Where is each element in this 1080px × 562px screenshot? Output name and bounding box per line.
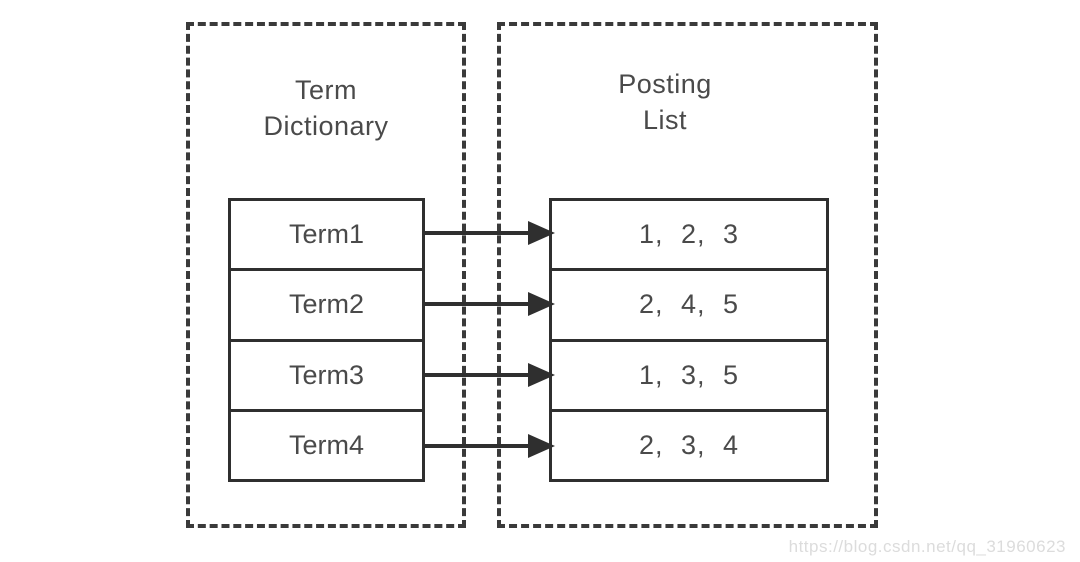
term-dictionary-title: Term Dictionary (186, 72, 466, 144)
term-dictionary-title-line1: Term (295, 75, 357, 105)
term-dictionary-title-line2: Dictionary (263, 111, 389, 141)
term-dictionary-table: Term1 Term2 Term3 Term4 (228, 198, 425, 482)
posting-list-table: 1, 2, 3 2, 4, 5 1, 3, 5 2, 3, 4 (549, 198, 829, 482)
arrow-term3-to-postings (424, 363, 555, 387)
term-cell-2: Term2 (231, 268, 422, 339)
arrow-head-icon (528, 292, 555, 316)
arrow-line (424, 444, 530, 448)
posting-list-title: Posting List (497, 66, 833, 138)
posting-cell-4: 2, 3, 4 (552, 408, 826, 479)
arrow-head-icon (528, 221, 555, 245)
posting-cell-1: 1, 2, 3 (552, 201, 826, 269)
posting-list-box (497, 22, 878, 528)
arrow-line (424, 302, 530, 306)
posting-cell-2: 2, 4, 5 (552, 268, 826, 339)
posting-cell-3: 1, 3, 5 (552, 338, 826, 409)
arrow-line (424, 373, 530, 377)
arrow-term2-to-postings (424, 292, 555, 316)
arrow-line (424, 231, 530, 235)
arrow-term1-to-postings (424, 221, 555, 245)
posting-list-title-line2: List (642, 105, 688, 135)
arrow-head-icon (528, 434, 555, 458)
posting-list-title-line1: Posting (618, 69, 712, 99)
arrow-head-icon (528, 363, 555, 387)
term-cell-4: Term4 (231, 408, 422, 479)
term-cell-3: Term3 (231, 338, 422, 409)
arrow-term4-to-postings (424, 434, 555, 458)
term-dictionary-box (186, 22, 466, 528)
term-cell-1: Term1 (231, 201, 422, 269)
watermark-url: https://blog.csdn.net/qq_31960623 (788, 537, 1066, 556)
